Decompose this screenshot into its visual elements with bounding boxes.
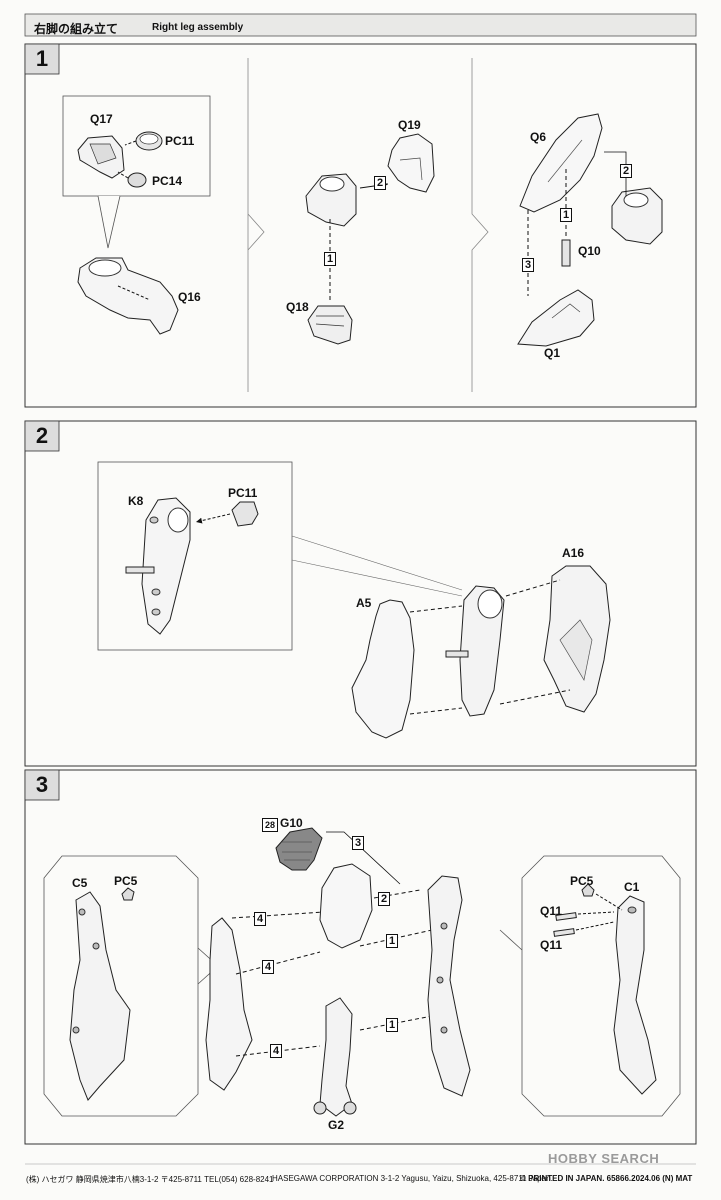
label-pc11-step2: PC11 <box>228 486 258 500</box>
label-a5: A5 <box>356 596 372 610</box>
label-pc11: PC11 <box>165 134 195 148</box>
label-q17: Q17 <box>90 112 113 126</box>
step3-order-4a: 4 <box>254 912 267 926</box>
label-q11-a: Q11 <box>540 904 563 918</box>
step1-order-2: 2 <box>374 176 387 190</box>
label-a16: A16 <box>562 546 585 560</box>
step1-panel <box>24 43 697 408</box>
step3-order-1a: 1 <box>386 934 399 948</box>
label-c5: C5 <box>72 876 88 890</box>
footer-company-jp: (株) ハセガワ 静岡県焼津市八楠3-1-2 〒425-8711 TEL(054… <box>26 1175 274 1184</box>
step3-order-4b: 4 <box>262 960 275 974</box>
step1-order-1: 1 <box>324 252 337 266</box>
page-title-jp: 右脚の組み立て <box>34 22 119 36</box>
step3-order-3: 3 <box>352 836 365 850</box>
label-c1: C1 <box>624 880 640 894</box>
step-number-1: 1 <box>35 46 49 71</box>
step3-order-4c: 4 <box>270 1044 283 1058</box>
label-q16: Q16 <box>178 290 201 304</box>
label-q11-b: Q11 <box>540 938 563 952</box>
label-pc5-left: PC5 <box>114 874 138 888</box>
label-g10: G10 <box>280 816 303 830</box>
label-q6: Q6 <box>530 130 547 144</box>
g10-sheet-badge: 28 <box>262 818 279 832</box>
step1-order-1b: 1 <box>560 208 573 222</box>
label-k8: K8 <box>128 494 144 508</box>
watermark: HOBBY SEARCH <box>548 1151 660 1166</box>
label-q10: Q10 <box>578 244 601 258</box>
label-q19: Q19 <box>398 118 421 132</box>
label-pc5-right: PC5 <box>570 874 594 888</box>
step1-order-3: 3 <box>522 258 535 272</box>
step3-order-1b: 1 <box>386 1018 399 1032</box>
step1-order-2b: 2 <box>620 164 633 178</box>
step-number-3: 3 <box>35 772 49 797</box>
step-number-2: 2 <box>35 423 49 448</box>
footer-company-en: HASEGAWA CORPORATION 3-1-2 Yagusu, Yaizu… <box>272 1174 553 1183</box>
label-q18: Q18 <box>286 300 309 314</box>
label-q1: Q1 <box>544 346 561 360</box>
footer-printed: © PRINTED IN JAPAN. 65866.2024.06 (N) MA… <box>520 1174 693 1183</box>
label-pc14: PC14 <box>152 174 183 188</box>
header-bar <box>24 13 697 37</box>
step2-panel <box>24 420 697 767</box>
label-g2: G2 <box>328 1118 345 1132</box>
page-title-en: Right leg assembly <box>152 22 244 33</box>
step3-panel <box>24 769 697 1145</box>
step3-order-2: 2 <box>378 892 391 906</box>
